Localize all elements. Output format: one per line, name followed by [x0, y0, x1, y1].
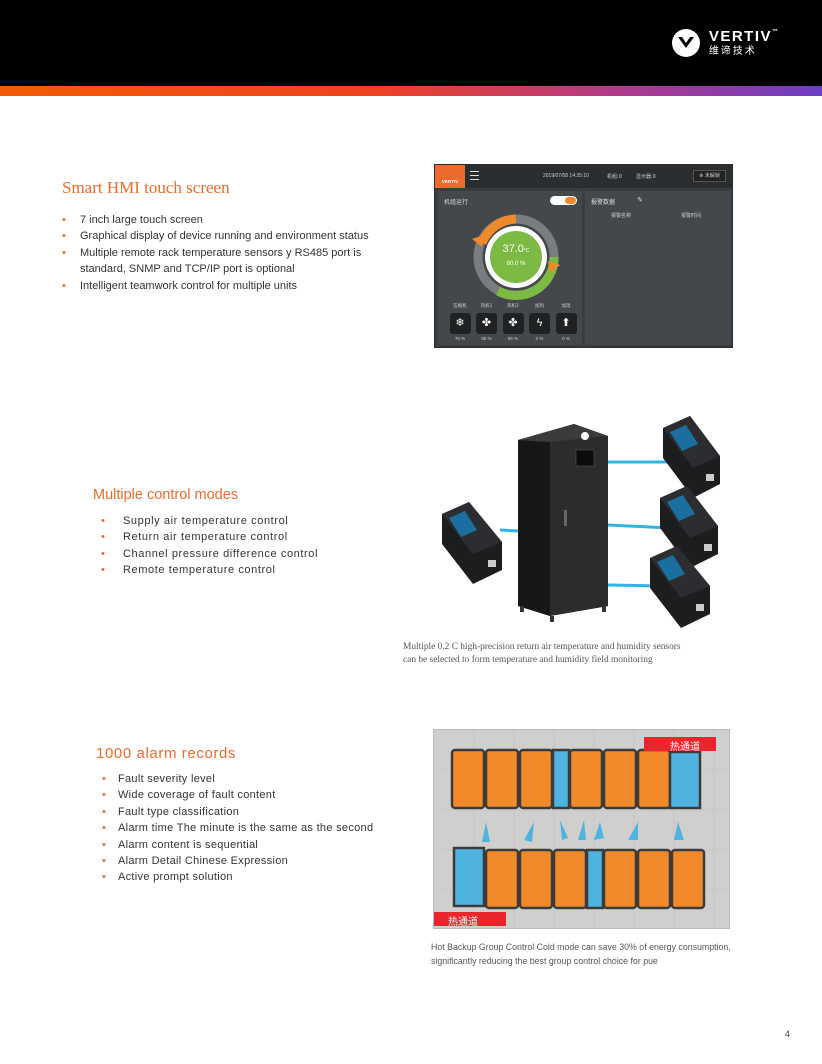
hmi-component-icons: ❄ ✤ ✤ ϟ ⬆ [447, 313, 579, 334]
hmi-run-label: 机组运行 [444, 199, 469, 206]
hamburger-menu-icon [470, 171, 479, 180]
list-item: 7 inch large touch screen [62, 212, 407, 229]
list-item: Intelligent teamwork control for multipl… [62, 278, 407, 295]
list-item: Graphical display of device running and … [62, 228, 407, 245]
hmi-alarm-col-time: 报警时间 [681, 213, 702, 219]
snowflake-icon: ❄ [449, 313, 471, 334]
sensor-box [650, 546, 710, 628]
sensor-box [663, 416, 720, 498]
hmi-toggle [550, 196, 577, 205]
vertiv-logo-icon [671, 29, 700, 57]
lightning-icon: ϟ [529, 313, 550, 334]
list-item: Active prompt solution [102, 869, 422, 886]
component-label: 压缩机 [453, 304, 467, 309]
hmi-humidity: 60.0 % [506, 261, 526, 267]
component-label: 加湿 [561, 304, 571, 309]
hmi-brand: VERTIV [435, 165, 465, 188]
vertiv-logo: VERTIV™ 维谛技术 [671, 28, 778, 58]
edit-pen-icon: ✎ [637, 197, 643, 204]
list-item: Wide coverage of fault content [102, 787, 422, 804]
sensor-box [442, 502, 502, 584]
hmi-unlock-badge: ⊗ 未解锁 [693, 170, 726, 182]
hmi-alarm-col-name: 报警名称 [611, 213, 632, 219]
section3-bullets: Fault severity level Wide coverage of fa… [102, 771, 422, 886]
hmi-component-labels: 压缩机 风机1 风机2 加热 加湿 [447, 303, 579, 309]
component-label: 风机1 [480, 304, 493, 309]
section2-caption: Multiple 0.2 C high-precision return air… [403, 642, 681, 665]
hmi-screen-image: VERTIV 2019/07/08 14:25:10 机组:0 显示器:0 ⊗ … [434, 164, 733, 348]
hot-aisle-label-bottom: 热通道 [448, 917, 478, 928]
hot-aisle-label-top: 热通道 [670, 742, 700, 753]
rack-sensors-illustration [442, 416, 720, 628]
section1-bullets: 7 inch large touch screen Graphical disp… [62, 212, 407, 294]
component-value: 85 % [481, 336, 492, 341]
list-item: Remote temperature control [101, 562, 401, 579]
page-number: 4 [785, 1029, 791, 1039]
floor-plan-drawing [434, 730, 729, 928]
hmi-component-values: 70 % 85 % 85 % 0 % 0 % [447, 336, 579, 341]
component-label: 风机2 [507, 304, 519, 309]
list-item: Supply air temperature control [101, 513, 401, 530]
hot-aisle-floor-plan: 热通道 热通道 [433, 729, 730, 929]
page-header: VERTIV™ 维谛技术 [0, 0, 822, 86]
hmi-display: 显示器:0 [636, 174, 656, 180]
hmi-alarm-panel: 报警数据 ✎ 报警名称 报警时间 [585, 191, 731, 345]
list-item: Alarm Detail Chinese Expression [102, 853, 422, 870]
hmi-unit: 机组:0 [607, 174, 622, 180]
fan-icon: ✤ [502, 313, 524, 334]
list-item: Alarm time The minute is the same as the… [102, 820, 422, 837]
section3-caption: Hot Backup Group Control Cold mode can s… [431, 942, 731, 967]
section2-bullets: Supply air temperature control Return ai… [101, 513, 401, 579]
gauge-ring [472, 214, 560, 301]
component-value: 0 % [562, 336, 570, 341]
section2-title: Multiple control modes [93, 487, 239, 503]
logo-brand-cn: 维谛技术 [708, 46, 757, 57]
humidifier-icon: ⬆ [555, 313, 577, 334]
list-item: Alarm content is sequential [102, 837, 422, 854]
logo-brand: VERTIV™ [708, 28, 778, 45]
hmi-gauge: 37.0°C 60.0 % [468, 209, 564, 305]
fan-icon: ✤ [476, 313, 497, 334]
list-item: Multiple remote rack temperature sensors… [62, 245, 407, 278]
hmi-alarm-title: 报警数据 [591, 199, 616, 206]
list-item: Return air temperature control [101, 529, 401, 546]
section3-title: 1000 alarm records [96, 745, 237, 762]
hmi-run-panel: 机组运行 37.0°C 60.0 % 压缩机 风机1 风机2 加热 加湿 ❄ [438, 191, 582, 345]
list-item: Fault type classification [102, 804, 422, 821]
list-item: Fault severity level [102, 771, 422, 788]
hmi-top-bar: VERTIV 2019/07/08 14:25:10 机组:0 显示器:0 ⊗ … [435, 165, 732, 188]
hmi-temperature: 37.0°C [502, 243, 530, 255]
component-value: 85 % [507, 336, 519, 341]
component-label: 加热 [535, 304, 544, 309]
list-item: Channel pressure difference control [101, 546, 401, 563]
section1-title: Smart HMI touch screen [62, 178, 230, 197]
component-value: 70 % [454, 336, 466, 341]
hmi-datetime: 2019/07/08 14:25:10 [543, 173, 589, 179]
sensor-box [660, 486, 718, 568]
component-value: 0 % [535, 336, 544, 341]
header-gradient-bar [0, 86, 822, 96]
